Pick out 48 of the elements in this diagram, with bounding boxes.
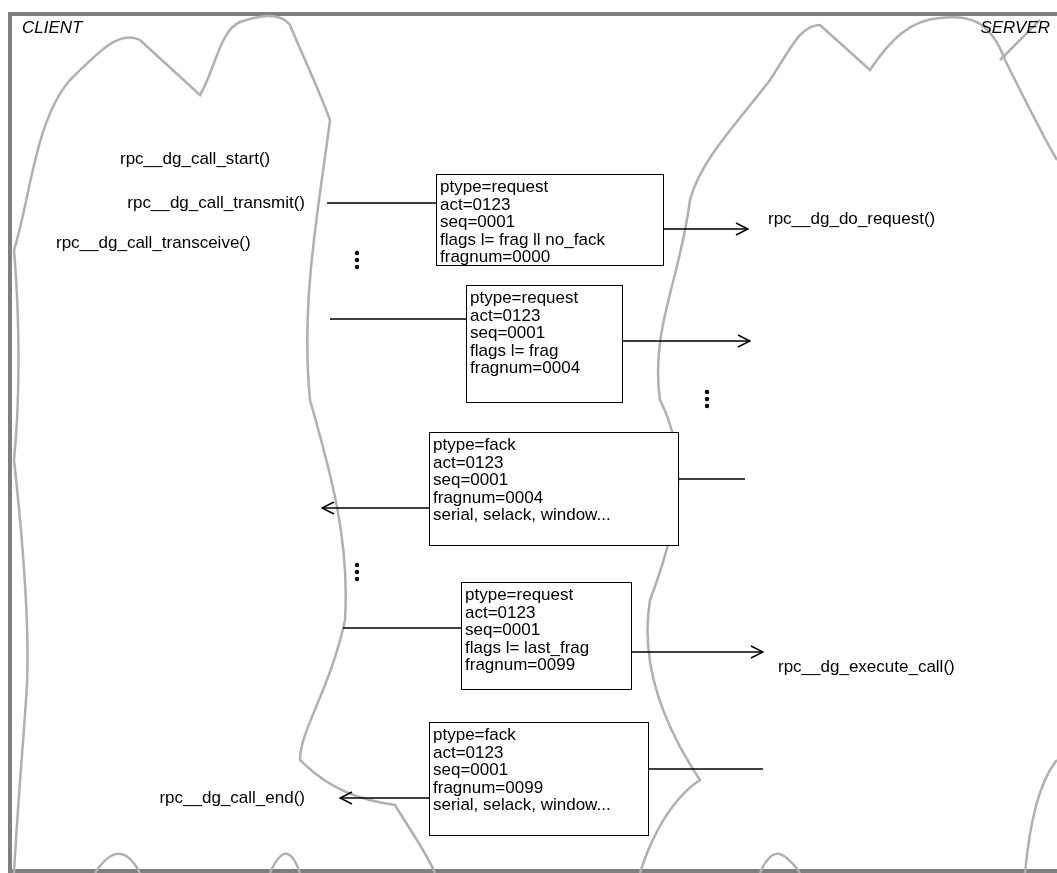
arrow	[663, 222, 749, 236]
connector-line	[342, 627, 462, 629]
packet-fields: act=0123	[433, 743, 645, 761]
packet-box	[436, 174, 664, 266]
packet-fields: fragnum=0000	[440, 248, 660, 266]
function-name: rpc__dg_do_request()	[748, 209, 1003, 229]
packet-fields: fragnum=0099	[433, 778, 645, 796]
column-heading: SERVER	[980, 17, 1050, 39]
packet-fields: fragnum=0004	[433, 488, 675, 506]
packet-fields: seq=0001	[470, 324, 619, 342]
packet-fields: flags l= frag	[470, 341, 619, 359]
packet-box	[429, 722, 649, 836]
packet-fields: seq=0001	[433, 471, 675, 489]
packet-fields: act=0123	[470, 306, 619, 324]
arrow	[321, 501, 430, 515]
column-heading: CLIENT	[22, 17, 83, 39]
packet-fields: seq=0001	[440, 213, 660, 231]
packet-fields: act=0123	[433, 453, 675, 471]
arrow	[631, 645, 764, 659]
packet-box	[461, 582, 632, 690]
packet-fields: serial, selack, window...	[433, 506, 675, 524]
packet-box	[429, 432, 679, 546]
function-name: rpc__dg_call_start()	[120, 149, 271, 169]
function-name: rpc__dg_call_end()	[120, 788, 340, 808]
packet-fields: fragnum=0099	[465, 656, 628, 674]
packet-fields: ptype=request	[440, 178, 660, 196]
packet-box	[466, 285, 623, 403]
packet-fields: flags l= last_frag	[465, 638, 628, 656]
connector-line	[648, 768, 764, 770]
connector-line	[326, 202, 437, 204]
packet-fields: ptype=fack	[433, 726, 645, 744]
packet-fields: act=0123	[440, 195, 660, 213]
packet-fields: serial, selack, window...	[433, 796, 645, 814]
packet-fields: act=0123	[465, 603, 628, 621]
packet-fields: seq=0001	[433, 761, 645, 779]
connector-line	[329, 318, 467, 320]
packet-fields: ptype=request	[465, 586, 628, 604]
packet-fields: ptype=fack	[433, 436, 675, 454]
function-name: rpc__dg_execute_call()	[763, 657, 1031, 677]
packet-fields: seq=0001	[465, 621, 628, 639]
function-name: rpc__dg_call_transmit()	[84, 193, 327, 213]
packet-fields: fragnum=0004	[470, 359, 619, 377]
function-name: rpc__dg_call_transceive()	[56, 233, 251, 253]
arrow	[339, 791, 430, 805]
connector-line	[678, 478, 746, 480]
packet-fields: flags l= frag ll no_fack	[440, 230, 660, 248]
arrow	[622, 334, 751, 348]
packet-fields: ptype=request	[470, 289, 619, 307]
